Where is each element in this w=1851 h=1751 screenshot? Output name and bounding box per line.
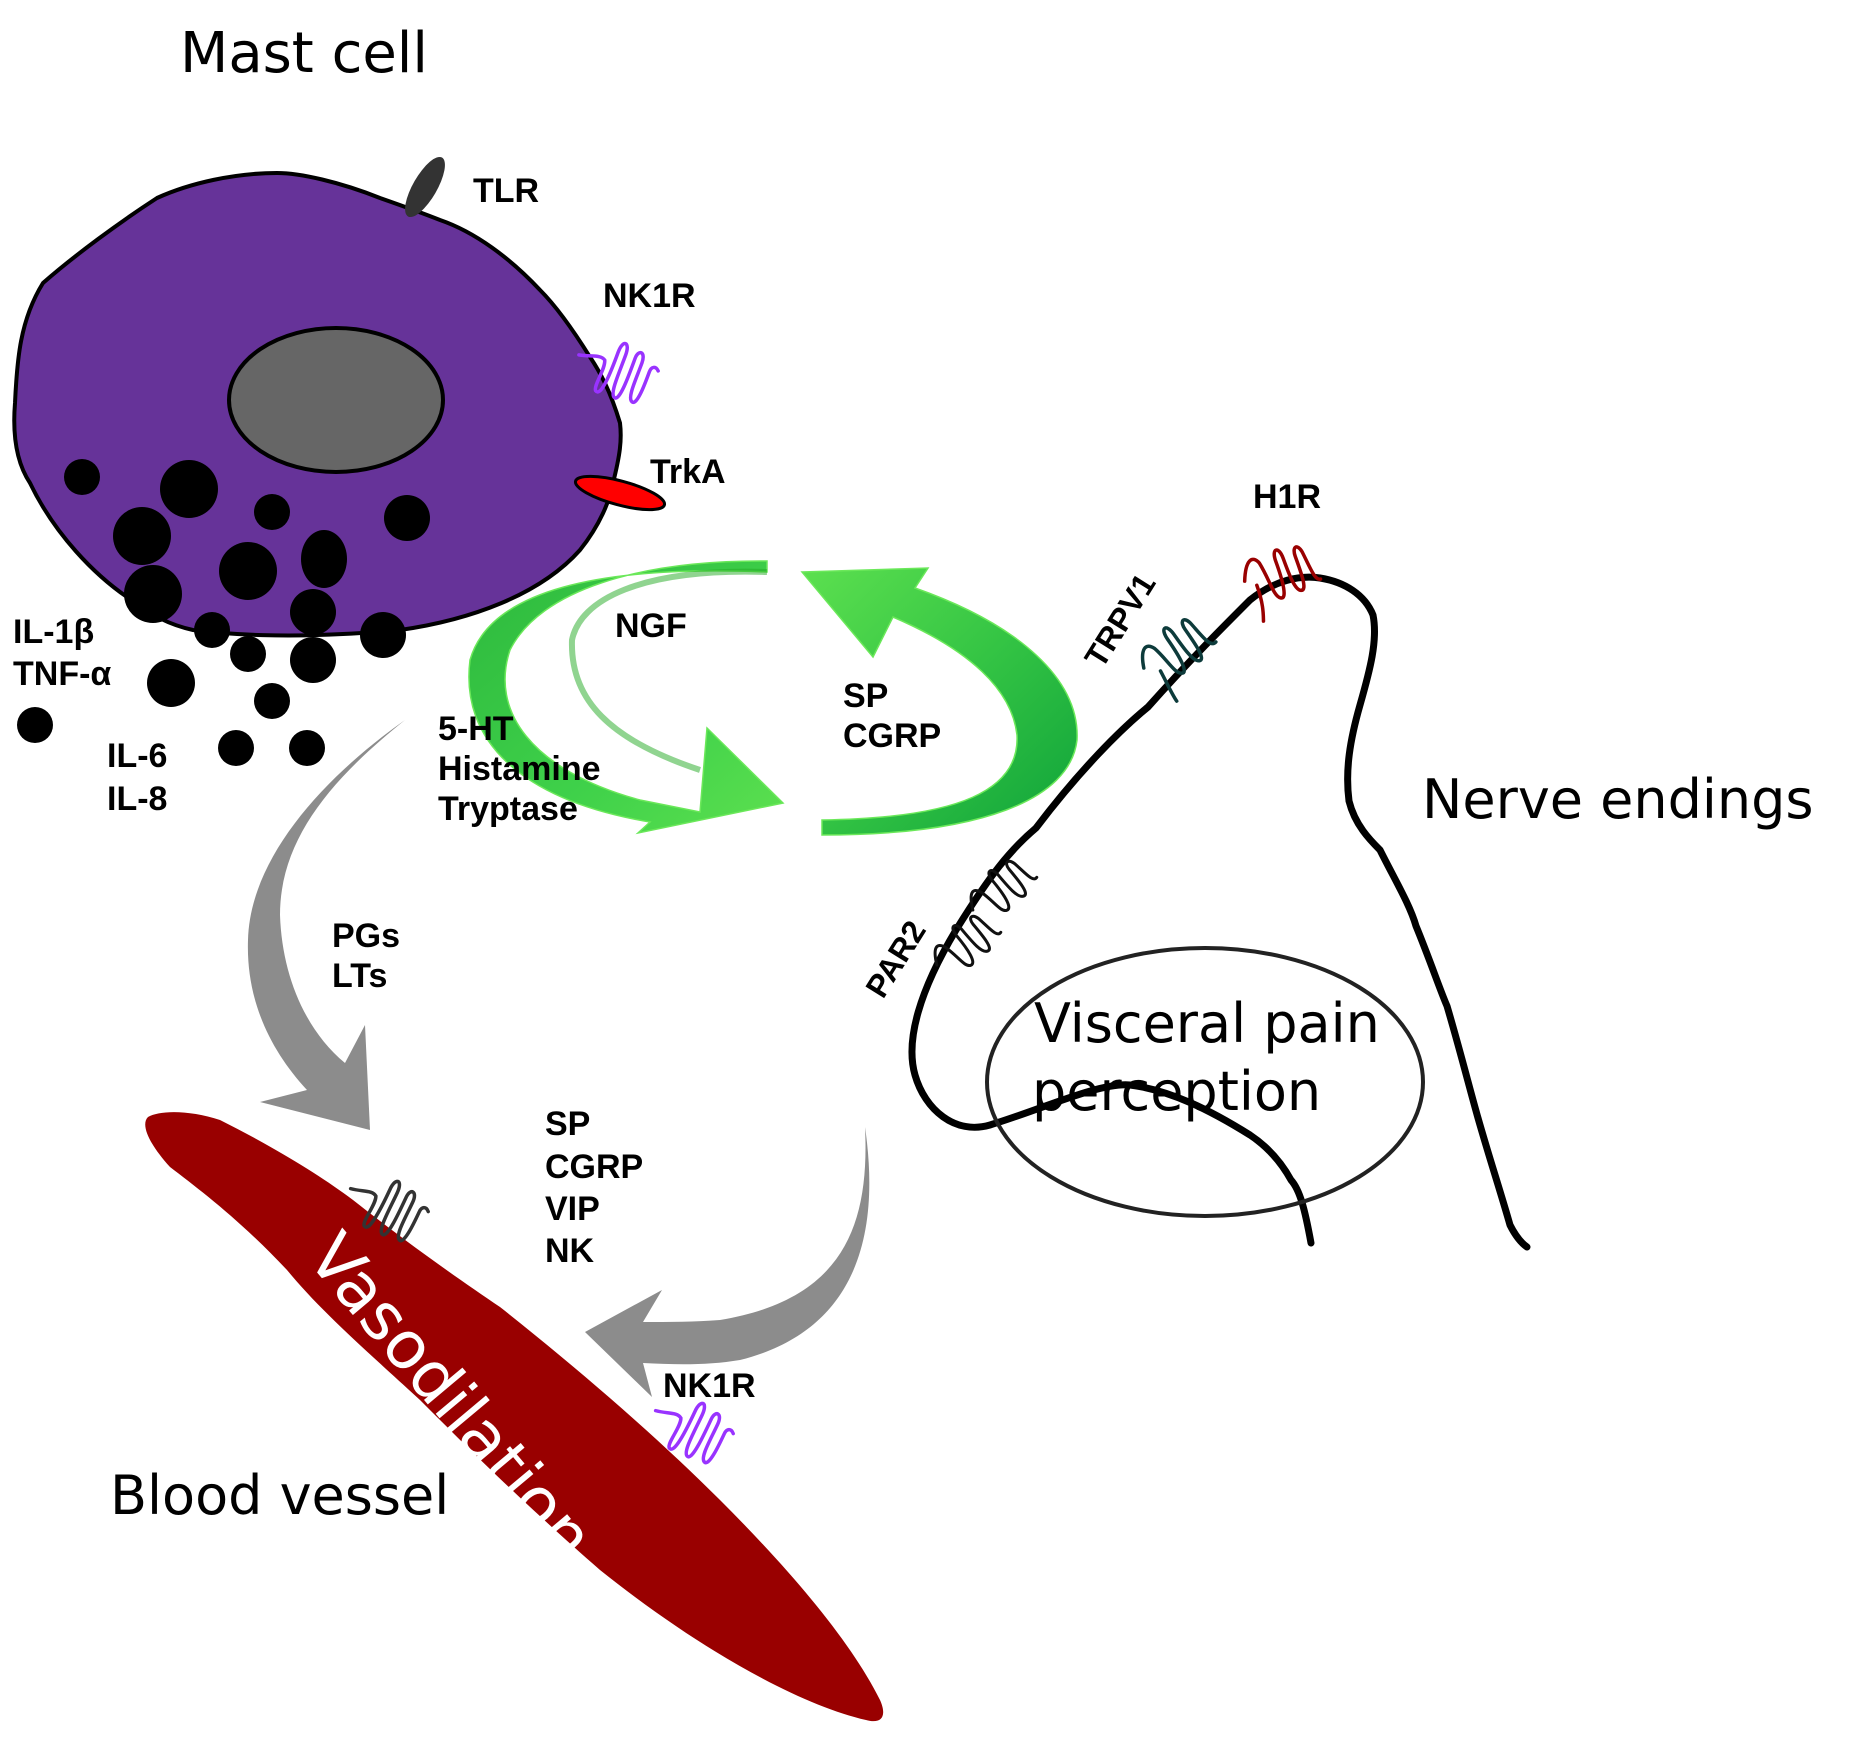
granule bbox=[384, 495, 430, 541]
nk1r-vessel-label: NK1R bbox=[663, 1367, 756, 1405]
nk1r-vessel-receptor-icon bbox=[653, 1401, 735, 1465]
il1b-label: IL-1β bbox=[13, 613, 94, 651]
h1r-label: H1R bbox=[1253, 478, 1321, 516]
sp-label-upper: SP bbox=[843, 677, 888, 715]
lts-label: LTs bbox=[332, 957, 387, 995]
h1r-receptor-icon bbox=[1242, 545, 1323, 623]
granule bbox=[147, 659, 195, 707]
par2-receptor-icon-1 bbox=[969, 859, 1039, 913]
tryptase-label: Tryptase bbox=[438, 790, 578, 828]
granule bbox=[160, 460, 218, 518]
il8-label: IL-8 bbox=[107, 780, 167, 818]
granule bbox=[254, 683, 290, 719]
granule bbox=[301, 530, 347, 588]
gray-arrow-to-vessel bbox=[247, 720, 405, 1130]
histamine-label: Histamine bbox=[438, 750, 601, 788]
nerve-ending bbox=[908, 545, 1531, 1251]
par2-label: PAR2 bbox=[858, 914, 933, 1003]
tlr-receptor-icon bbox=[405, 156, 445, 218]
granule bbox=[218, 730, 254, 766]
green-arrow-nerve-to-mast bbox=[800, 567, 1078, 836]
ngf-label: NGF bbox=[615, 607, 687, 645]
visceral-pain-ellipse bbox=[985, 946, 1425, 1218]
granule bbox=[290, 589, 336, 635]
granule bbox=[254, 494, 290, 530]
trpv1-label: TRPV1 bbox=[1077, 567, 1162, 674]
granule bbox=[124, 565, 182, 623]
nucleus bbox=[227, 326, 445, 474]
green-arrow-mast-to-nerve bbox=[468, 560, 785, 835]
blood-vessel: Vasodilation bbox=[145, 1112, 884, 1722]
granule bbox=[64, 459, 100, 495]
granule bbox=[230, 636, 266, 672]
pgs-label: PGs bbox=[332, 917, 400, 955]
granule bbox=[113, 507, 171, 565]
cgrp-label-upper: CGRP bbox=[843, 717, 941, 755]
granule bbox=[360, 612, 406, 658]
tnfa-label: TNF-α bbox=[13, 655, 111, 693]
blood-vessel-title: Blood vessel bbox=[110, 1464, 449, 1527]
trpv1-receptor-icon bbox=[1140, 618, 1218, 703]
nerve-endings-title: Nerve endings bbox=[1422, 768, 1814, 831]
granule bbox=[219, 542, 277, 600]
vessel-receptor-icon bbox=[348, 1179, 430, 1243]
visceral-pain-label-line1: Visceral pain bbox=[1034, 992, 1380, 1055]
cgrp-label-lower: CGRP bbox=[545, 1148, 643, 1186]
granule bbox=[194, 612, 230, 648]
granule bbox=[17, 707, 53, 743]
il6-label: IL-6 bbox=[107, 737, 167, 775]
gray-arrow-from-nerve bbox=[585, 1127, 870, 1397]
vip-label: VIP bbox=[545, 1190, 600, 1228]
vessel-body bbox=[145, 1112, 884, 1722]
granules bbox=[17, 459, 430, 766]
mast-cell bbox=[12, 156, 667, 766]
tlr-label: TLR bbox=[473, 172, 539, 210]
mast-cell-title: Mast cell bbox=[180, 21, 428, 86]
sp-label-lower: SP bbox=[545, 1105, 590, 1143]
visceral-pain-label-line2: perception bbox=[1032, 1060, 1321, 1123]
granule bbox=[289, 730, 325, 766]
nk1r-mast-label: NK1R bbox=[603, 277, 696, 315]
par2-receptor-icon-2 bbox=[933, 914, 1003, 968]
trka-receptor-icon bbox=[573, 474, 667, 512]
nk-label: NK bbox=[545, 1232, 595, 1270]
5ht-label: 5-HT bbox=[438, 710, 514, 748]
nk1r-receptor-icon bbox=[577, 341, 660, 404]
nerve-fiber bbox=[908, 573, 1531, 1251]
trka-label: TrkA bbox=[650, 453, 726, 491]
granule bbox=[290, 637, 336, 683]
